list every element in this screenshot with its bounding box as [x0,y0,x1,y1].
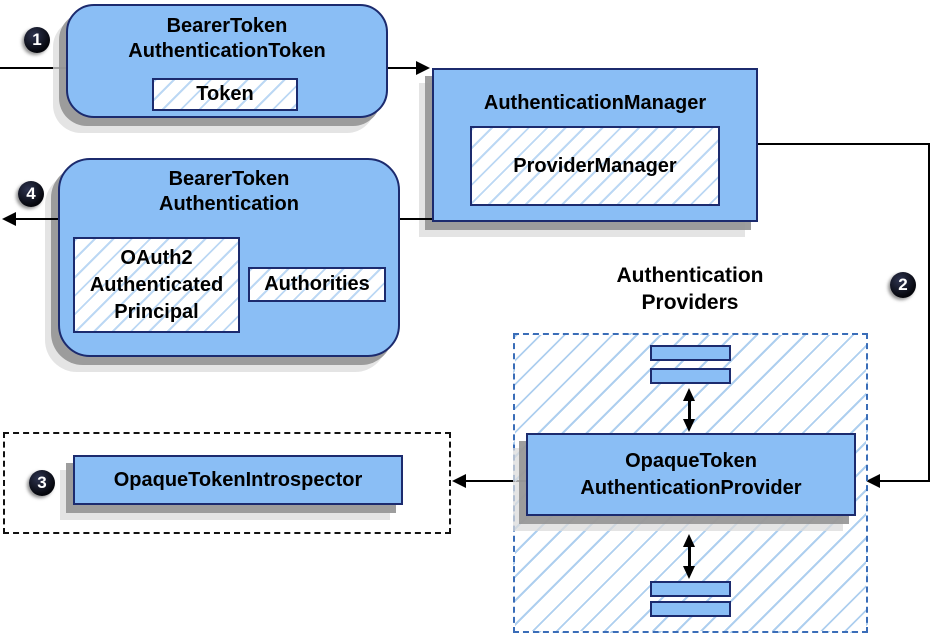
arrow-up-tip [683,534,695,547]
oauth2-authenticated-principal-chip: OAuth2 Authenticated Principal [73,237,240,333]
node-title-line: Authentication [159,193,299,215]
node-bearer-token-authentication: BearerToken Authentication OAuth2 Authen… [58,158,400,357]
authentication-providers-label: Authentication Providers [565,262,815,316]
flow-line-step3 [466,480,528,482]
double-arrow-icon [683,534,696,579]
principal-line: Authenticated [89,273,224,296]
arrow-left-icon [452,474,466,488]
arrow-shaft [688,395,691,425]
step-1-badge: 1 [24,27,50,53]
token-chip: Token [152,78,298,111]
step-3-badge: 3 [29,470,55,496]
provider-manager-chip: ProviderManager [470,126,720,206]
provider-placeholder-bar [650,581,731,597]
node-bearer-token-authentication-token: BearerToken AuthenticationToken Token [66,4,388,118]
authorities-label: Authorities [264,273,370,295]
step-2-number: 2 [898,275,908,294]
arrow-left-icon [2,212,16,226]
arrow-right-icon [416,61,430,75]
provider-placeholder-bar [650,368,731,384]
arrow-left-icon [866,474,880,488]
node-title-line: OpaqueToken [625,449,757,472]
arrow-down-tip [683,566,695,579]
provider-manager-label: ProviderManager [513,154,677,177]
node-opaque-token-authentication-provider: OpaqueToken AuthenticationProvider [526,433,856,516]
step-4-badge: 4 [18,181,44,207]
node-title-line: AuthenticationToken [128,40,326,62]
node-title-line: BearerToken [168,168,290,190]
node-opaque-token-introspector: OpaqueTokenIntrospector [73,455,403,505]
principal-line: OAuth2 [120,246,193,269]
provider-placeholder-bar [650,601,731,617]
step-4-number: 4 [26,184,36,203]
group-label-line: Authentication [616,264,764,287]
flow-line-step2-bottom [878,480,930,482]
node-title: OpaqueTokenIntrospector [113,468,363,491]
flow-line-step2-top [758,143,930,145]
step-1-number: 1 [32,30,42,49]
flow-line-token-to-manager [388,67,418,69]
authorities-chip: Authorities [248,267,386,302]
provider-placeholder-bar [650,345,731,361]
node-title-line: BearerToken [166,15,288,37]
principal-line: Principal [114,300,199,323]
authentication-providers-group: OpaqueToken AuthenticationProvider [513,333,868,633]
double-arrow-icon [683,388,696,432]
step-2-badge: 2 [890,272,916,298]
arrow-down-tip [683,419,695,432]
arrow-up-tip [683,388,695,401]
flow-line-step1-in [0,67,66,69]
node-authentication-manager: AuthenticationManager ProviderManager [432,68,758,222]
introspector-group: 3 OpaqueTokenIntrospector [3,432,451,534]
token-chip-label: Token [196,83,254,105]
node-title-line: AuthenticationProvider [580,476,802,499]
arrow-shaft [688,541,691,572]
flow-line-step4-out [14,218,58,220]
flow-line-step2-vertical [928,143,930,482]
flow-line-manager-to-authentication [400,218,432,220]
step-3-number: 3 [37,473,47,492]
group-label-line: Providers [641,291,739,314]
node-title: AuthenticationManager [483,92,707,114]
